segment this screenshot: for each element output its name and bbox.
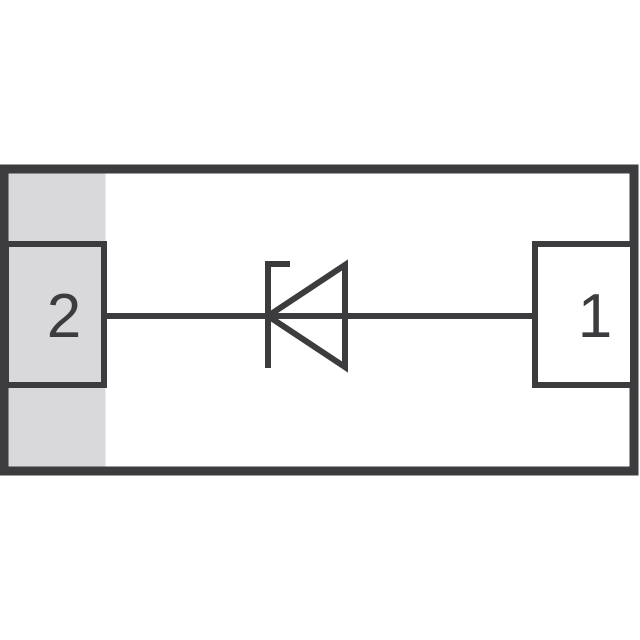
package-body xyxy=(0,164,639,476)
zener-diode-icon xyxy=(262,259,348,373)
zener-bar xyxy=(265,261,290,368)
diode-triangle xyxy=(262,259,348,373)
pin-2-label: 2 xyxy=(47,282,81,351)
pin-1-label: 1 xyxy=(578,282,612,351)
pin-2-pad xyxy=(3,241,107,388)
